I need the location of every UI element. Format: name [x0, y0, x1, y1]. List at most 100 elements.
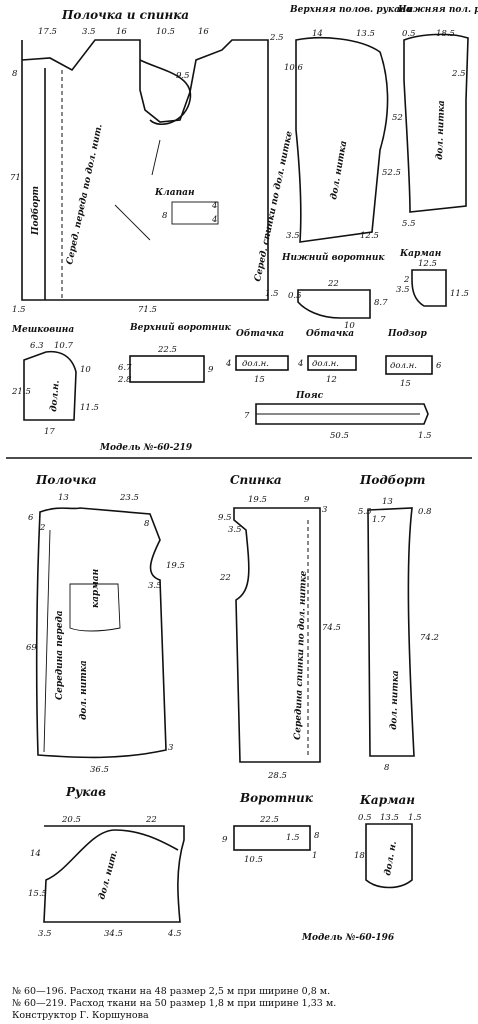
hem-grain: дол.н. — [390, 361, 417, 371]
model-219-lower-collar: Нижний воротник 22 0.5 8.7 10 — [281, 252, 388, 331]
dim: 1.5 — [265, 289, 279, 299]
model-219-upper-sleeve: Верхняя полов. рукава дол. нитка 14 13.5… — [284, 5, 412, 243]
pocket-title-2: Карман — [359, 793, 415, 807]
dim: 23.5 — [119, 493, 139, 503]
dim: 13.5 — [380, 813, 399, 823]
front-outline — [35, 507, 167, 759]
front-center-line — [43, 529, 51, 753]
podbort-label: Подборт — [30, 186, 41, 236]
dim: 10 — [80, 365, 91, 375]
facing2-grain: дол.н. — [312, 359, 339, 369]
dim: 50.5 — [330, 431, 349, 441]
footer-line-2: № 60—219. Расход ткани на 50 размер 1,8 … — [12, 998, 337, 1009]
dim: 18 — [354, 851, 365, 861]
dim: 4.5 — [167, 929, 182, 939]
dim: 8.7 — [374, 298, 388, 308]
dim: 9 — [304, 495, 310, 505]
dim: 0.5 — [358, 813, 372, 823]
footer-line-3: Конструктор Г. Коршунова — [12, 1010, 149, 1021]
sleeve-title: Рукав — [65, 785, 106, 799]
dim: 3.5 — [38, 929, 52, 939]
lower-sleeve-title: Нижняя пол. рукава — [397, 5, 478, 15]
model-196-pocket: Карман дол. н. 0.5 13.5 1.5 18 — [354, 793, 422, 889]
dim: 3.5 — [396, 285, 410, 295]
lower-sleeve-grain: дол. нитка — [435, 100, 447, 160]
dim: 22.5 — [157, 345, 177, 355]
front-grain-label: дол. нитка — [79, 660, 89, 720]
model-219-upper-collar: Верхний воротник 22.5 6.7 2.8 9 — [117, 322, 232, 385]
dim: 19.5 — [248, 495, 267, 505]
dim: 8 — [384, 763, 390, 773]
flap-title: Клапан — [154, 188, 195, 198]
dim: 71.5 — [138, 305, 157, 315]
dim: 22 — [219, 573, 231, 583]
footer-notes: № 60—196. Расход ткани на 48 размер 2,5 … — [12, 986, 472, 1022]
dim: 15 — [254, 375, 265, 385]
dim: 4 — [211, 201, 217, 211]
facing2-title: Обтачка — [306, 328, 354, 339]
dim: 11.5 — [450, 289, 469, 299]
dim: 4 — [211, 215, 217, 225]
pocket-title: Карман — [399, 249, 442, 259]
armhole-curve — [139, 59, 192, 125]
model-219-pocket: Карман 12.5 3.5 2 11.5 — [396, 249, 469, 307]
upper-collar-outline — [129, 355, 205, 383]
front-back-title: Полочка и спинка — [61, 8, 189, 22]
model-196-back: Спинка Середина спинки по дол. нитке 19.… — [218, 473, 341, 781]
mid-front-label: Серед. переда по дол. нит. — [65, 123, 105, 265]
dim: 12.5 — [360, 231, 379, 241]
dim: 10.5 — [156, 27, 175, 37]
front-back-outline — [21, 39, 269, 301]
dim: 8 — [144, 519, 150, 529]
model-219-belt: Пояс 7 50.5 1.5 — [244, 391, 432, 441]
dim: 12.5 — [418, 259, 437, 269]
dim: 10 — [344, 321, 355, 331]
dim: 1.5 — [408, 813, 422, 823]
pocket-grain-2: дол. н. — [383, 841, 399, 877]
dim: 1.5 — [286, 833, 300, 843]
dim: 15.5 — [28, 889, 47, 899]
dim: 3.5 — [228, 525, 242, 535]
lower-collar-outline — [297, 289, 371, 319]
dim: 11.5 — [80, 403, 99, 413]
model-196-sleeve: Рукав дол. нит. 20.5 22 14 15.5 3.5 34.5… — [28, 785, 185, 939]
dim: 8 — [314, 831, 320, 841]
dim: 69 — [26, 643, 37, 653]
dim: 17 — [44, 427, 55, 437]
facing2-outline — [307, 355, 357, 371]
model-219-front-back: Полочка и спинка Клапан Подборт Серед. п… — [10, 8, 295, 315]
dim: 2.8 — [117, 375, 132, 385]
pocket-outline — [411, 269, 447, 307]
front-title: Полочка — [35, 473, 97, 487]
dim: 36.5 — [90, 765, 109, 775]
sleeve-grain: дол. нит. — [97, 849, 120, 901]
dim: 71 — [10, 173, 21, 183]
pocket-bag-outline — [23, 350, 77, 421]
upper-sleeve-grain: дол. нитка — [329, 140, 349, 201]
dim: 52 — [392, 113, 403, 123]
dim: 74.2 — [420, 633, 439, 643]
dim: 9 — [222, 835, 228, 845]
dim: 1.7 — [372, 515, 386, 525]
upper-sleeve-title: Верхняя полов. рукава — [289, 5, 412, 15]
dim: 8 — [12, 69, 18, 79]
model-219-lower-sleeve: Нижняя пол. рукава дол. нитка 0.5 18.5 5… — [392, 5, 478, 229]
front-mid-label: Середина переда — [55, 610, 65, 700]
dim: 5.5 — [358, 507, 372, 517]
dim: 3 — [322, 505, 327, 515]
sleeve-outline — [43, 825, 185, 923]
dim: 10.6 — [284, 63, 304, 73]
belt-title: Пояс — [295, 391, 324, 401]
dim: 3.5 — [148, 581, 162, 591]
dim: 6 — [436, 361, 442, 371]
model-196-number: Модель №-60-196 — [301, 933, 395, 943]
dim: 8 — [162, 211, 168, 221]
model-196-collar: Воротник 22.5 9 1.5 8 10.5 1 — [222, 791, 320, 865]
dim: 1 — [312, 851, 317, 861]
back-outline — [233, 507, 321, 763]
dim: 10.7 — [54, 341, 74, 351]
dim: 18.5 — [436, 29, 455, 39]
model-196-podbort: Подборт дол. нитка 13 5.5 0.8 1.7 74.2 8 — [358, 473, 439, 773]
upper-collar-title: Верхний воротник — [129, 322, 232, 333]
